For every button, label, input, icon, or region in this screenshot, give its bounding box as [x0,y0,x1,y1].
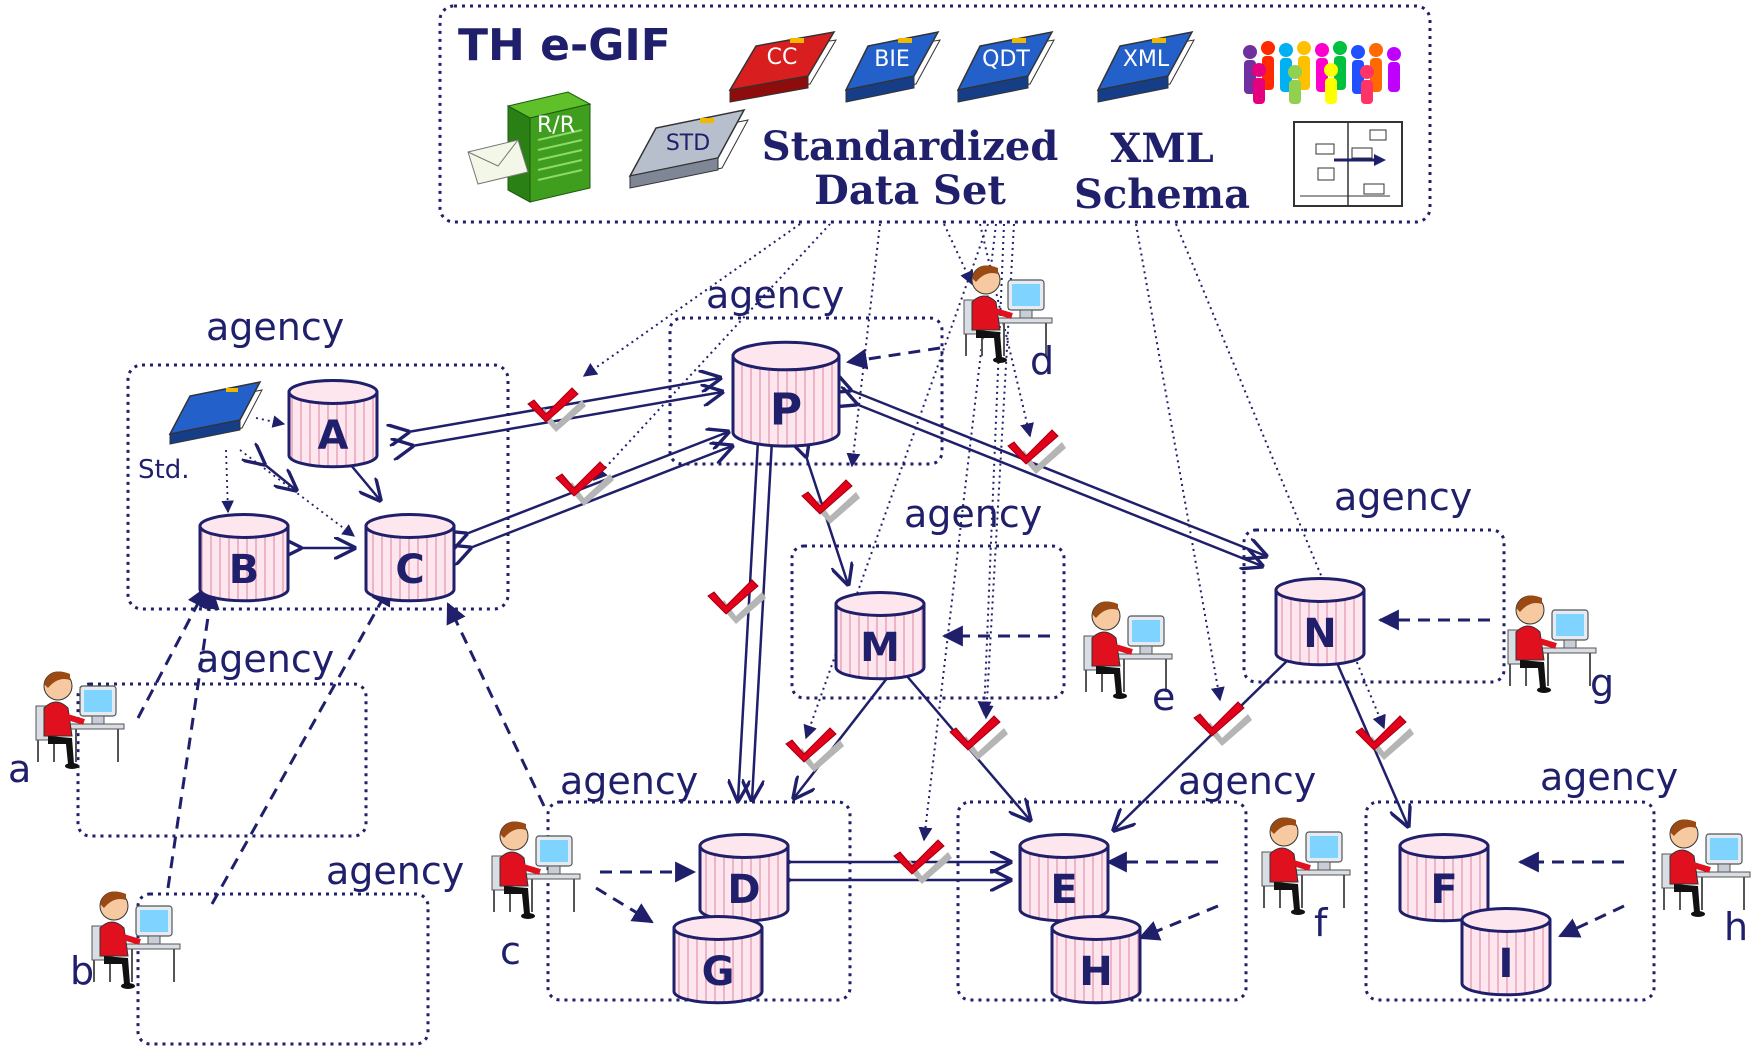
database-h: H [1050,915,1142,1005]
database-g: G [672,915,764,1005]
database-f: F [1398,833,1490,923]
check-mark-icon [893,839,953,885]
user-h-icon [1662,820,1750,917]
agency-box-a-user [76,682,368,838]
std-reference-arrows [221,415,356,537]
agency-box-m [790,544,1066,700]
check-mark-icon [949,715,1009,761]
std-book-small-icon [168,380,263,445]
standardized-data-set-line2: Data Set [814,167,1006,214]
agency-label-b-user: agency [326,849,464,893]
check-mark-icon [555,461,615,507]
database-label-a: A [318,413,349,459]
envelope-icon [467,139,529,185]
user-label-g: g [1590,661,1614,705]
user-label-b: b [70,949,94,993]
check-mark-icon [785,727,845,773]
database-c: C [364,513,456,603]
agency-box-b-user [136,892,430,1046]
database-layer: A B C P M N DG EH FI [198,340,1552,1005]
user-a-icon [36,672,124,769]
rr-label: R/R [537,113,575,138]
cc-book-label: CC [767,45,798,70]
check-mark-icon [1193,701,1253,747]
cc-book-icon: CC [728,30,837,103]
database-e: E [1018,833,1110,923]
database-label-g: G [702,949,735,995]
agency-label-n: agency [1334,475,1472,519]
xml-book-label: XML [1123,47,1170,72]
std-label: Std. [138,455,189,485]
user-label-f: f [1314,901,1329,945]
database-label-d: D [727,867,760,913]
database-label-e: E [1050,867,1077,913]
bie-book-icon: BIE [844,30,941,103]
std-book-label: STD [666,131,710,156]
xml-book-icon: XML [1096,30,1195,103]
database-n: N [1274,577,1366,667]
database-label-p: P [770,385,802,436]
xml-schema-line1: XML [1110,125,1213,172]
database-a: A [287,379,379,469]
database-p: P [731,340,841,448]
rr-server-icon: R/R [467,91,592,203]
flowchart-icon [1293,121,1403,207]
database-label-b: B [229,547,260,593]
database-label-m: M [860,625,900,671]
qdt-book-label: QDT [982,47,1030,72]
th-egif-header-panel: TH e-GIF CC BIE QDT [438,4,1432,224]
database-m: M [834,591,926,681]
agency-label-a-user: agency [196,637,334,681]
database-b: B [198,513,290,603]
user-label-d: d [1030,339,1054,383]
agency-label-fi: agency [1540,755,1678,799]
standardized-data-set-line1: Standardized [762,123,1059,170]
data-exchange-arrows [264,378,1408,880]
user-c-icon [492,822,580,919]
database-label-c: C [395,547,424,593]
agency-label-m: agency [904,492,1042,536]
user-b-icon [92,892,180,989]
database-label-f: F [1430,867,1457,913]
user-labels: a b c d e f g h [8,339,1748,993]
database-i: I [1460,907,1552,997]
database-label-h: H [1079,949,1112,995]
agency-label-dg: agency [560,759,698,803]
agency-label-abc: agency [206,305,344,349]
database-d: D [698,833,790,923]
agency-label-p: agency [706,273,844,317]
th-egif-title: TH e-GIF [458,20,671,71]
agency-box-eh [956,800,1248,1002]
check-mark-icon [707,579,767,625]
database-label-i: I [1499,941,1514,987]
user-g-icon [1508,596,1596,693]
agency-box-n [1242,528,1506,684]
user-label-a: a [8,747,31,791]
agency-label-eh: agency [1178,759,1316,803]
xml-schema-line2: Schema [1074,171,1250,218]
check-mark-icon [801,479,861,525]
crowd-icon [1243,41,1401,104]
user-access-arrows [136,346,1625,941]
std-book-icon: STD [628,108,749,189]
database-label-n: N [1303,611,1336,657]
agency-box-dg [546,800,852,1002]
qdt-book-icon: QDT [956,30,1055,103]
user-label-e: e [1152,675,1175,719]
agency-box-fi [1364,800,1656,1002]
bie-book-label: BIE [874,47,909,72]
check-mark-icon [1355,715,1415,761]
user-label-h: h [1724,905,1748,949]
user-label-c: c [500,929,521,973]
user-f-icon [1262,818,1350,915]
